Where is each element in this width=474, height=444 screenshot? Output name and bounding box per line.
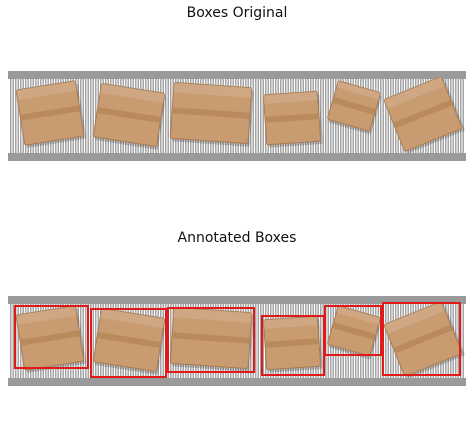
box-highlight — [383, 301, 446, 334]
conveyor-roller — [325, 304, 329, 378]
box-tape — [264, 338, 320, 348]
original-image — [8, 71, 466, 161]
box-highlight — [173, 307, 252, 323]
box-tape — [19, 330, 81, 346]
conveyor-roller — [460, 304, 464, 378]
conveyor-roller — [165, 79, 169, 153]
conveyor-roller — [10, 304, 14, 378]
box-tape — [96, 332, 162, 348]
panel-title-original: Boxes Original — [186, 5, 288, 21]
box-tape — [393, 324, 453, 354]
conveyor-roller — [10, 79, 14, 153]
conveyor-roller — [375, 304, 379, 378]
conveyor-roller — [80, 304, 84, 378]
box-2 — [92, 308, 167, 375]
box-3 — [169, 306, 254, 372]
conveyor-roller — [460, 79, 464, 153]
box-tape — [96, 107, 162, 123]
box-tape — [264, 113, 320, 123]
box-highlight — [336, 80, 381, 100]
box-tape — [171, 107, 251, 119]
conveyor-roller — [320, 79, 324, 153]
box-1 — [15, 305, 87, 373]
box-highlight — [100, 83, 165, 103]
box-2 — [92, 83, 167, 150]
bounding-box-5 — [324, 305, 382, 356]
conveyor-rail-bottom — [8, 153, 466, 161]
conveyor-roller — [385, 79, 389, 153]
conveyor-roller — [325, 79, 329, 153]
box-4 — [262, 90, 323, 148]
conveyor-roller — [385, 304, 389, 378]
box-6 — [383, 76, 465, 154]
box-tape — [19, 105, 81, 121]
conveyor-rail-bottom — [8, 378, 466, 386]
box-highlight — [15, 80, 77, 100]
box-5 — [327, 80, 382, 135]
conveyor-rail-top — [8, 71, 466, 79]
bounding-box-2 — [90, 308, 167, 378]
box-3 — [169, 81, 254, 147]
conveyor-roller — [250, 304, 254, 378]
conveyor-roller — [160, 79, 164, 153]
bounding-box-6 — [382, 302, 461, 376]
box-highlight — [100, 308, 165, 328]
annotated-image — [8, 296, 466, 386]
conveyor-roller — [255, 79, 259, 153]
conveyor-roller — [375, 79, 379, 153]
box-highlight — [263, 91, 318, 104]
box-5 — [327, 305, 382, 360]
box-tape — [171, 332, 251, 344]
conveyor-roller — [15, 304, 19, 378]
box-highlight — [383, 76, 446, 109]
box-tape — [393, 99, 453, 129]
box-6 — [383, 301, 465, 379]
conveyor-rail-top — [8, 296, 466, 304]
box-highlight — [173, 82, 252, 98]
conveyor-roller — [380, 79, 384, 153]
box-highlight — [263, 316, 318, 329]
box-tape — [332, 97, 376, 115]
conveyor-roller — [90, 79, 94, 153]
conveyor-roller — [85, 79, 89, 153]
box-1 — [15, 80, 87, 148]
conveyor-roller — [80, 79, 84, 153]
conveyor-roller — [160, 304, 164, 378]
box-highlight — [15, 305, 77, 325]
box-4 — [262, 315, 323, 373]
conveyor-roller — [250, 79, 254, 153]
conveyor-roller — [15, 79, 19, 153]
box-tape — [332, 322, 376, 340]
box-highlight — [336, 305, 381, 325]
bounding-box-1 — [14, 305, 89, 369]
conveyor-roller — [320, 304, 324, 378]
panel-title-annotated: Annotated Boxes — [177, 230, 297, 246]
bounding-box-3 — [167, 307, 255, 373]
conveyor-roller — [255, 304, 259, 378]
conveyor-roller — [260, 79, 264, 153]
